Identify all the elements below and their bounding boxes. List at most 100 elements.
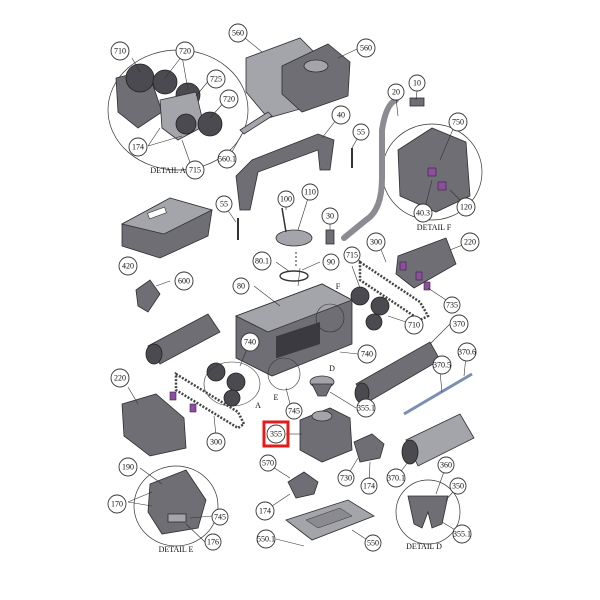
callout-label: 355 — [270, 430, 282, 439]
gear — [152, 69, 178, 95]
cylinder-end — [401, 439, 419, 465]
detail-d-ellipse — [395, 479, 461, 545]
callout-170: 170 — [107, 494, 127, 514]
callout-label: 370.5 — [433, 361, 451, 370]
callout-120: 120 — [456, 197, 476, 217]
highlight-box-355 — [262, 420, 290, 448]
detail-a-label: DETAIL A — [150, 166, 186, 175]
callout-100: 100 — [277, 190, 295, 208]
callout-360: 360 — [437, 456, 455, 474]
callout-570: 570 — [259, 454, 277, 472]
callout-label: 174 — [259, 507, 271, 516]
bushing — [423, 281, 431, 291]
callout-190: 190 — [118, 457, 138, 477]
callout-label: 55 — [357, 128, 365, 137]
callout-370-6: 370.6 — [457, 342, 477, 362]
callout-710: 710 — [404, 315, 424, 335]
detail-f-label: DETAIL F — [417, 223, 452, 232]
marker-f: F — [336, 282, 341, 291]
callout-label: 80 — [237, 282, 245, 291]
brush-clip — [135, 279, 161, 313]
callout-label: 370.1 — [387, 474, 405, 483]
callout-label: 90 — [327, 258, 335, 267]
callout-715: 715 — [185, 160, 205, 180]
callout-720: 720 — [175, 41, 195, 61]
callout-label: 20 — [392, 88, 400, 97]
callout-label: 30 — [326, 212, 334, 221]
callout-label: 355.1 — [357, 404, 375, 413]
detail-a-group: DETAIL A — [107, 49, 249, 175]
callout-370-5: 370.5 — [432, 355, 452, 375]
track-belt-left — [174, 371, 246, 430]
callout-90: 90 — [322, 253, 340, 271]
callout-370: 370 — [449, 314, 469, 334]
callout-355: 355 — [266, 424, 286, 444]
callout-label: 350 — [452, 482, 464, 491]
callout-label: 570 — [262, 459, 274, 468]
callout-30: 30 — [321, 207, 339, 225]
callout-80-1: 80.1 — [252, 251, 272, 271]
gear — [350, 286, 370, 306]
callout-174: 174 — [128, 137, 148, 157]
callout-label: 80.1 — [255, 257, 269, 266]
roller-end — [145, 343, 163, 365]
stud — [325, 229, 335, 245]
callout-label: 710 — [408, 321, 420, 330]
callout-55: 55 — [352, 123, 370, 141]
callout-label: 40 — [337, 111, 345, 120]
callout-355-1: 355.1 — [356, 398, 376, 418]
callout-174: 174 — [255, 501, 275, 521]
gear — [370, 296, 390, 316]
callout-label: 735 — [446, 301, 458, 310]
callout-label: 740 — [244, 338, 256, 347]
callout-label: 745 — [288, 407, 300, 416]
callout-350: 350 — [449, 477, 467, 495]
callout-label: 560.1 — [218, 155, 236, 164]
callout-355-1: 355.1 — [452, 524, 472, 544]
gear — [206, 362, 226, 382]
marker-e-circle — [267, 357, 301, 391]
callout-560-1: 560.1 — [217, 149, 237, 169]
callout-80: 80 — [232, 277, 250, 295]
callout-745: 745 — [211, 508, 229, 526]
gear — [223, 389, 241, 407]
callout-40: 40 — [331, 105, 351, 125]
callout-730: 730 — [337, 469, 355, 487]
callout-label: 550.1 — [257, 535, 275, 544]
bushing — [437, 181, 447, 191]
callout-label: 355.1 — [453, 530, 471, 539]
bushing — [399, 261, 407, 271]
callout-label: 300 — [370, 238, 382, 247]
callout-740: 740 — [240, 332, 260, 352]
callout-label: 550 — [367, 539, 379, 548]
side-plate-right — [395, 237, 457, 289]
callout-label: 220 — [464, 238, 476, 247]
gear — [365, 313, 383, 331]
callout-label: 560 — [232, 29, 244, 38]
motor-top — [311, 410, 333, 422]
callout-label: 730 — [340, 474, 352, 483]
callout-label: 740 — [361, 350, 373, 359]
callout-label: 715 — [189, 166, 201, 175]
screw — [281, 207, 287, 233]
callout-label: 420 — [122, 262, 134, 271]
callout-label: 745 — [214, 513, 226, 522]
callout-174: 174 — [360, 477, 378, 495]
bushing — [415, 271, 423, 281]
callout-55: 55 — [215, 195, 233, 213]
callout-220: 220 — [110, 368, 130, 388]
motor-bracket — [353, 433, 385, 463]
callout-420: 420 — [118, 256, 138, 276]
callout-20: 20 — [387, 83, 405, 101]
gear — [197, 111, 223, 137]
main-body-top — [234, 283, 353, 333]
callout-label: 720 — [223, 95, 235, 104]
callout-label: 720 — [179, 47, 191, 56]
detail-d-label: DETAIL D — [406, 542, 442, 551]
callout-label: 190 — [122, 463, 134, 472]
callout-label: 715 — [346, 251, 358, 260]
callout-720: 720 — [219, 89, 239, 109]
bushing — [427, 167, 437, 177]
